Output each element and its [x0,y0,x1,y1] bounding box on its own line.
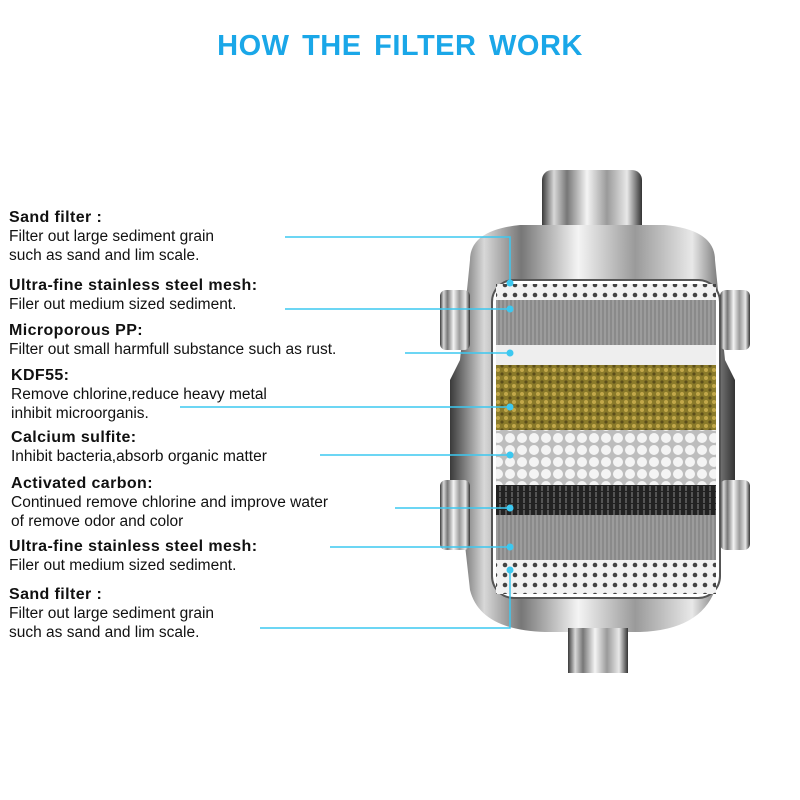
layer-name: Ultra-fine stainless steel mesh: [9,538,258,555]
layer-desc: Continued remove chlorine and improve wa… [11,494,329,511]
layer-desc: Filter out small harmfull substance such… [9,341,337,358]
layer-desc: Remove chlorine,reduce heavy metal [11,386,267,403]
layer-desc: Inhibit bacteria,absorb organic matter [11,448,267,465]
layer-desc: Filter out large sediment grain [9,228,215,245]
label-microporous-pp: Microporous PP: Filter out small harmful… [9,321,336,359]
layer-kdf55 [496,365,716,430]
label-sand-filter-bottom: Sand filter : Filter out large sediment … [9,585,214,642]
layer-mesh-bottom [496,515,716,560]
layer-name: Sand filter : [9,586,103,603]
layer-desc: Filter out large sediment grain [9,605,215,622]
layer-desc: such as sand and lim scale. [9,624,200,641]
layer-activated-carbon [496,485,716,515]
layer-name: Sand filter : [9,209,103,226]
leader-lines [180,236,511,629]
layer-calcium-sulfite [496,430,716,485]
layer-desc: inhibit microorganis. [11,405,149,422]
layer-desc: of remove odor and color [11,513,184,530]
cutaway-window [491,279,721,599]
top-connector [542,170,642,240]
layer-mesh-top [496,300,716,345]
layer-sand-top [496,284,716,300]
label-mesh-top: Ultra-fine stainless steel mesh: Filer o… [9,276,257,314]
layer-desc: Filer out medium sized sediment. [9,557,237,574]
label-sand-filter-top: Sand filter : Filter out large sediment … [9,208,214,265]
bottom-connector [568,628,628,673]
layer-name: Ultra-fine stainless steel mesh: [9,277,258,294]
label-activated-carbon: Activated carbon: Continued remove chlor… [11,474,328,531]
layer-name: Microporous PP: [9,322,144,339]
page-title: HOW THE FILTER WORK [217,30,583,62]
layer-sand-bottom [496,560,716,594]
layer-desc: Filer out medium sized sediment. [9,296,237,313]
layer-name: Activated carbon: [11,475,153,492]
layer-name: KDF55: [11,367,70,384]
label-calcium-sulfite: Calcium sulfite: Inhibit bacteria,absorb… [11,428,267,466]
label-mesh-bottom: Ultra-fine stainless steel mesh: Filer o… [9,537,257,575]
leader-dots [506,279,514,574]
layer-desc: such as sand and lim scale. [9,247,200,264]
layer-pp [496,345,716,365]
layer-name: Calcium sulfite: [11,429,137,446]
label-kdf55: KDF55: Remove chlorine,reduce heavy meta… [11,366,267,423]
